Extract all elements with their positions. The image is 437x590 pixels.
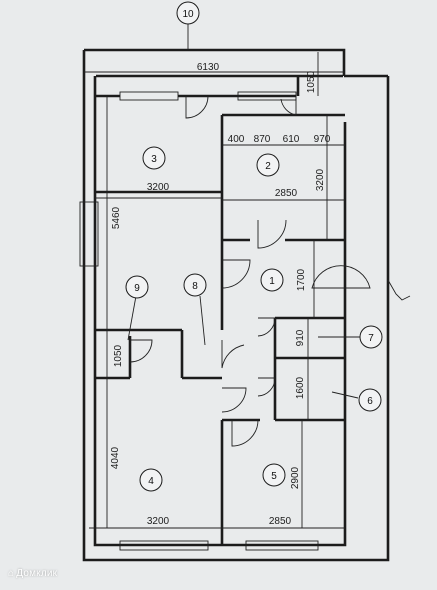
outer-wall-left-bottom — [82, 50, 390, 562]
room-markers: 10 3 2 1 9 8 7 6 4 5 — [125, 1, 383, 492]
dim-room2-width: 2850 — [275, 188, 298, 199]
dim-closet7-height: 910 — [295, 329, 306, 346]
door-r2-balcony — [280, 96, 297, 116]
door-r5 — [231, 419, 259, 447]
door-r4 — [221, 387, 247, 413]
marker-7 — [359, 325, 383, 349]
dim-niche-height: 1050 — [113, 344, 124, 367]
dim-total-width: 6130 — [197, 62, 220, 73]
dim-room4-width: 3200 — [147, 516, 170, 527]
marker-5-label: 5 — [271, 471, 277, 482]
inner-outline — [93, 76, 347, 547]
door-c6 — [257, 377, 276, 397]
dim-seg-870: 870 — [254, 134, 271, 145]
marker-6-label: 6 — [367, 396, 373, 407]
leader-9 — [127, 295, 137, 341]
dim-room2-height: 3200 — [315, 168, 326, 191]
dim-room3-width: 3200 — [147, 182, 170, 193]
dim-room5-height: 2900 — [290, 466, 301, 489]
dimension-labels: 6130 1050 400 870 610 970 3200 2850 3200… — [110, 62, 331, 527]
marker-9 — [125, 275, 149, 299]
marker-8-label: 8 — [192, 281, 198, 292]
door-entrance — [311, 265, 371, 289]
window-r3 — [119, 91, 179, 101]
dim-seg-610: 610 — [283, 134, 300, 145]
window-r5 — [245, 540, 319, 551]
door-r8 — [221, 340, 245, 369]
marker-4 — [139, 468, 163, 492]
leader-8 — [199, 295, 206, 346]
marker-2 — [256, 153, 280, 177]
door-r9 — [129, 339, 153, 363]
window-left — [79, 201, 99, 267]
marker-1 — [260, 268, 284, 292]
break-mark — [387, 279, 411, 301]
door-r3-hall — [221, 259, 251, 289]
marker-9-label: 9 — [134, 283, 140, 294]
window-r4 — [119, 540, 209, 551]
marker-3-label: 3 — [151, 154, 157, 165]
marker-8 — [183, 273, 207, 297]
marker-10 — [176, 1, 200, 25]
door-c7 — [257, 317, 276, 337]
windows — [79, 91, 319, 551]
doors — [129, 95, 371, 447]
dim-seg-400: 400 — [228, 134, 245, 145]
marker-2-label: 2 — [265, 161, 271, 172]
dim-closet6-height: 1600 — [295, 376, 306, 399]
dim-top-offset: 1050 — [306, 70, 317, 93]
dim-hall-height: 1700 — [296, 268, 307, 291]
leader-6 — [331, 391, 359, 399]
watermark-text: Домклик — [16, 568, 58, 579]
house-icon: ⌂ — [8, 568, 15, 579]
marker-1-label: 1 — [269, 276, 275, 287]
dim-room4-height: 4040 — [110, 446, 121, 469]
marker-6 — [358, 388, 382, 412]
outer-wall-top — [84, 48, 346, 76]
marker-4-label: 4 — [148, 476, 154, 487]
dim-room5-width: 2850 — [269, 516, 292, 527]
door-r3-balcony — [185, 95, 209, 119]
door-r2 — [257, 219, 287, 249]
marker-7-label: 7 — [368, 333, 374, 344]
dim-seg-970: 970 — [314, 134, 331, 145]
watermark: ⌂Домклик — [8, 568, 57, 579]
marker-3 — [142, 146, 166, 170]
marker-5 — [262, 463, 286, 487]
marker-10-label: 10 — [182, 9, 194, 20]
walls — [82, 48, 390, 562]
dim-left-height: 5460 — [111, 206, 122, 229]
